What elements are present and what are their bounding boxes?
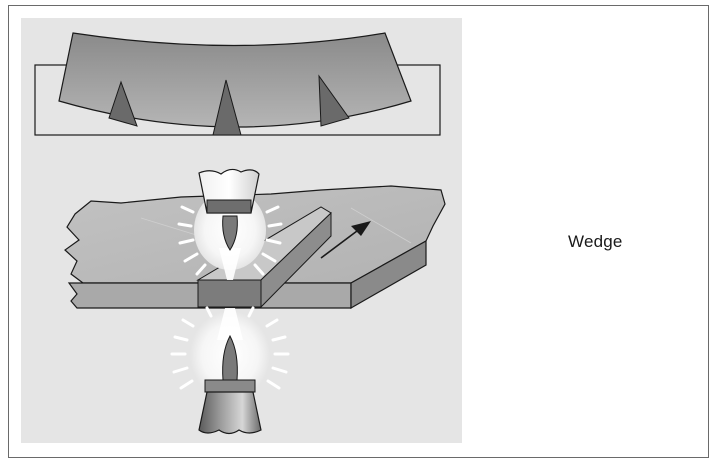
lower-nozzle — [199, 392, 261, 434]
wedge-strip-front — [198, 280, 261, 307]
curved-bar-group — [35, 33, 440, 135]
lower-nozzle-band — [205, 380, 255, 392]
diagram-svg — [21, 18, 462, 443]
lower-torch — [172, 308, 288, 434]
figure-label: Wedge — [568, 232, 623, 252]
illustration-panel — [21, 18, 462, 443]
upper-nozzle-band — [207, 200, 251, 213]
